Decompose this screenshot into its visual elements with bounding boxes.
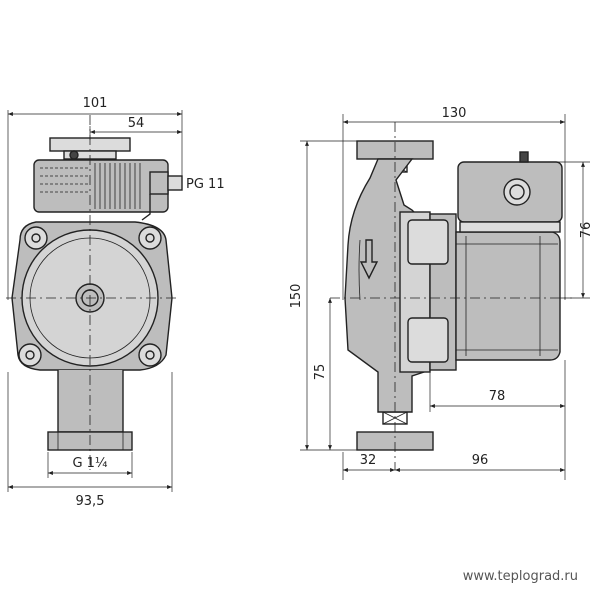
- dim-thread: G 1¼: [72, 456, 107, 471]
- housing-bolt-bl: [18, 343, 42, 367]
- housing-bolt-br: [138, 343, 162, 367]
- front-dimensions: 101 54 PG 11 G 1¼ 93,5: [7, 96, 225, 509]
- housing-bolt-tr: [138, 226, 162, 250]
- terminal-box: [33, 159, 169, 213]
- motor-stator: [455, 231, 561, 361]
- dim-side-width: 130: [442, 106, 467, 121]
- dim-center-height: 75: [313, 364, 328, 381]
- bolt-block-bottom: [407, 317, 449, 363]
- outlet-pipe: [57, 370, 124, 433]
- side-view: [330, 122, 572, 470]
- dim-front-width: 101: [83, 96, 108, 111]
- terminal-box-top-pin: [519, 151, 529, 163]
- cable-gland: [167, 175, 183, 191]
- side-dimensions: 130 76 150 75 78 32 96: [289, 106, 594, 480]
- dim-front-right-width: 54: [128, 116, 145, 131]
- dim-outlet-offset: 96: [472, 453, 489, 468]
- flow-direction-icon: [359, 239, 379, 280]
- dim-flange-width: 93,5: [76, 494, 105, 509]
- terminal-screw: [69, 150, 79, 160]
- watermark: www.teplograd.ru: [462, 569, 578, 584]
- dim-motor-depth: 78: [489, 389, 506, 404]
- front-view: [6, 115, 183, 470]
- speed-selector: [503, 178, 531, 206]
- bolt-block-top: [407, 219, 449, 265]
- terminal-box-fins: [40, 163, 141, 209]
- label-cable-gland: PG 11: [186, 177, 225, 192]
- dim-motor-height: 76: [579, 222, 594, 239]
- terminal-box-base: [459, 221, 561, 233]
- dim-port-length: 150: [289, 284, 304, 309]
- housing-bolt-tl: [24, 226, 48, 250]
- cable-gland-nut: [149, 171, 169, 195]
- dim-inlet-offset: 32: [360, 453, 377, 468]
